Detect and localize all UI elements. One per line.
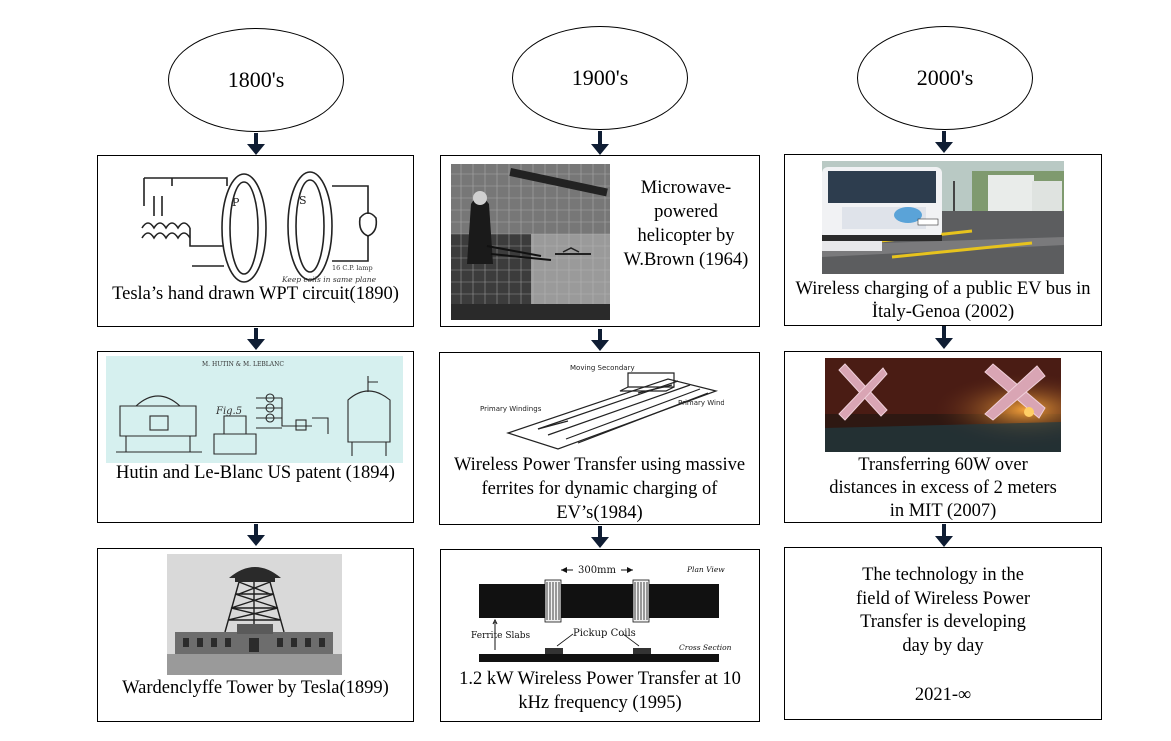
wardenclyffe-photo <box>167 554 342 675</box>
ferrites-caption: Wireless Power Transfer using massive fe… <box>453 455 746 523</box>
patent-fig-label: Fig.5 <box>215 406 242 417</box>
arrow-down <box>247 524 265 546</box>
ferrites-box: Moving Secondary Primary Windings Primar… <box>439 352 760 525</box>
hutin-box: M. HUTIN & M. LEBLANC Fig.5 Hutin and Le… <box>97 351 414 523</box>
mit-box: Transferring 60W over distances in exces… <box>784 351 1102 523</box>
kw-caption: 1.2 kW Wireless Power Transfer at 10 kHz… <box>459 669 741 713</box>
primary-windings-left-label: Primary Windings <box>480 405 542 413</box>
arrow-down <box>591 329 609 351</box>
mit-witricity-photo <box>825 358 1061 452</box>
genoa-bus-photo <box>822 161 1064 274</box>
hutin-patent-drawing: M. HUTIN & M. LEBLANC Fig.5 <box>106 356 403 463</box>
svg-text:P: P <box>232 196 240 209</box>
wardenclyffe-box: Wardenclyffe Tower by Tesla(1899) <box>97 548 414 722</box>
arrow-down <box>935 131 953 153</box>
hutin-caption: Hutin and Le-Blanc US patent (1894) <box>116 463 395 483</box>
microwave-helicopter-photo <box>451 164 610 320</box>
genoa-box: Wireless charging of a public EV bus in … <box>784 154 1102 326</box>
arrow-down <box>935 326 953 349</box>
dimension-label: 300mm <box>578 565 617 576</box>
svg-text:M. HUTIN & M. LEBLANC: M. HUTIN & M. LEBLANC <box>202 361 284 368</box>
ferrite-slab-diagram: 300mm Plan View Ferrite Slabs Pickup Coi… <box>465 558 735 666</box>
svg-text:S: S <box>299 194 307 207</box>
arrow-down <box>247 133 265 155</box>
arrow-down <box>591 131 609 155</box>
primary-windings-right-label: Primary Windings <box>678 399 724 407</box>
era-1900s: 1900's <box>512 26 688 130</box>
wardenclyffe-caption: Wardenclyffe Tower by Tesla(1899) <box>122 678 389 698</box>
future-year: 2021-∞ <box>914 685 972 705</box>
microwave-box: Microwave-powered helicopter by W.Brown … <box>440 155 760 327</box>
arrow-down <box>247 328 265 350</box>
kw-box: 300mm Plan View Ferrite Slabs Pickup Coi… <box>440 549 760 722</box>
ferrite-track-drawing: Moving Secondary Primary Windings Primar… <box>478 361 724 456</box>
tesla-wpt-box: P S Keep coils in same plane 16 C.P. lam… <box>97 155 414 327</box>
arrow-down <box>935 524 953 547</box>
cross-section-label: Cross Section <box>679 643 732 652</box>
moving-secondary-label: Moving Secondary <box>570 364 635 372</box>
tesla-wpt-caption: Tesla’s hand drawn WPT circuit(1890) <box>112 284 399 304</box>
pickup-coils-label: Pickup Coils <box>573 628 636 639</box>
plan-view-label: Plan View <box>686 565 725 574</box>
microwave-caption: Microwave-powered helicopter by W.Brown … <box>623 178 749 270</box>
future-box: The technology in the field of Wireless … <box>784 547 1102 720</box>
ferrite-slabs-label: Ferrite Slabs <box>471 631 531 641</box>
genoa-caption: Wireless charging of a public EV bus in … <box>795 279 1091 322</box>
tesla-keep-label: Keep coils in same plane <box>281 275 377 284</box>
tesla-lamp-label: 16 C.P. lamp <box>332 264 373 272</box>
arrow-down <box>591 526 609 548</box>
era-2000s: 2000's <box>857 26 1033 130</box>
mit-caption: Transferring 60W over distances in exces… <box>829 455 1057 521</box>
future-caption: The technology in the field of Wireless … <box>855 565 1031 656</box>
tesla-circuit-drawing: P S Keep coils in same plane 16 C.P. lam… <box>132 166 380 284</box>
era-1800s: 1800's <box>168 28 344 132</box>
